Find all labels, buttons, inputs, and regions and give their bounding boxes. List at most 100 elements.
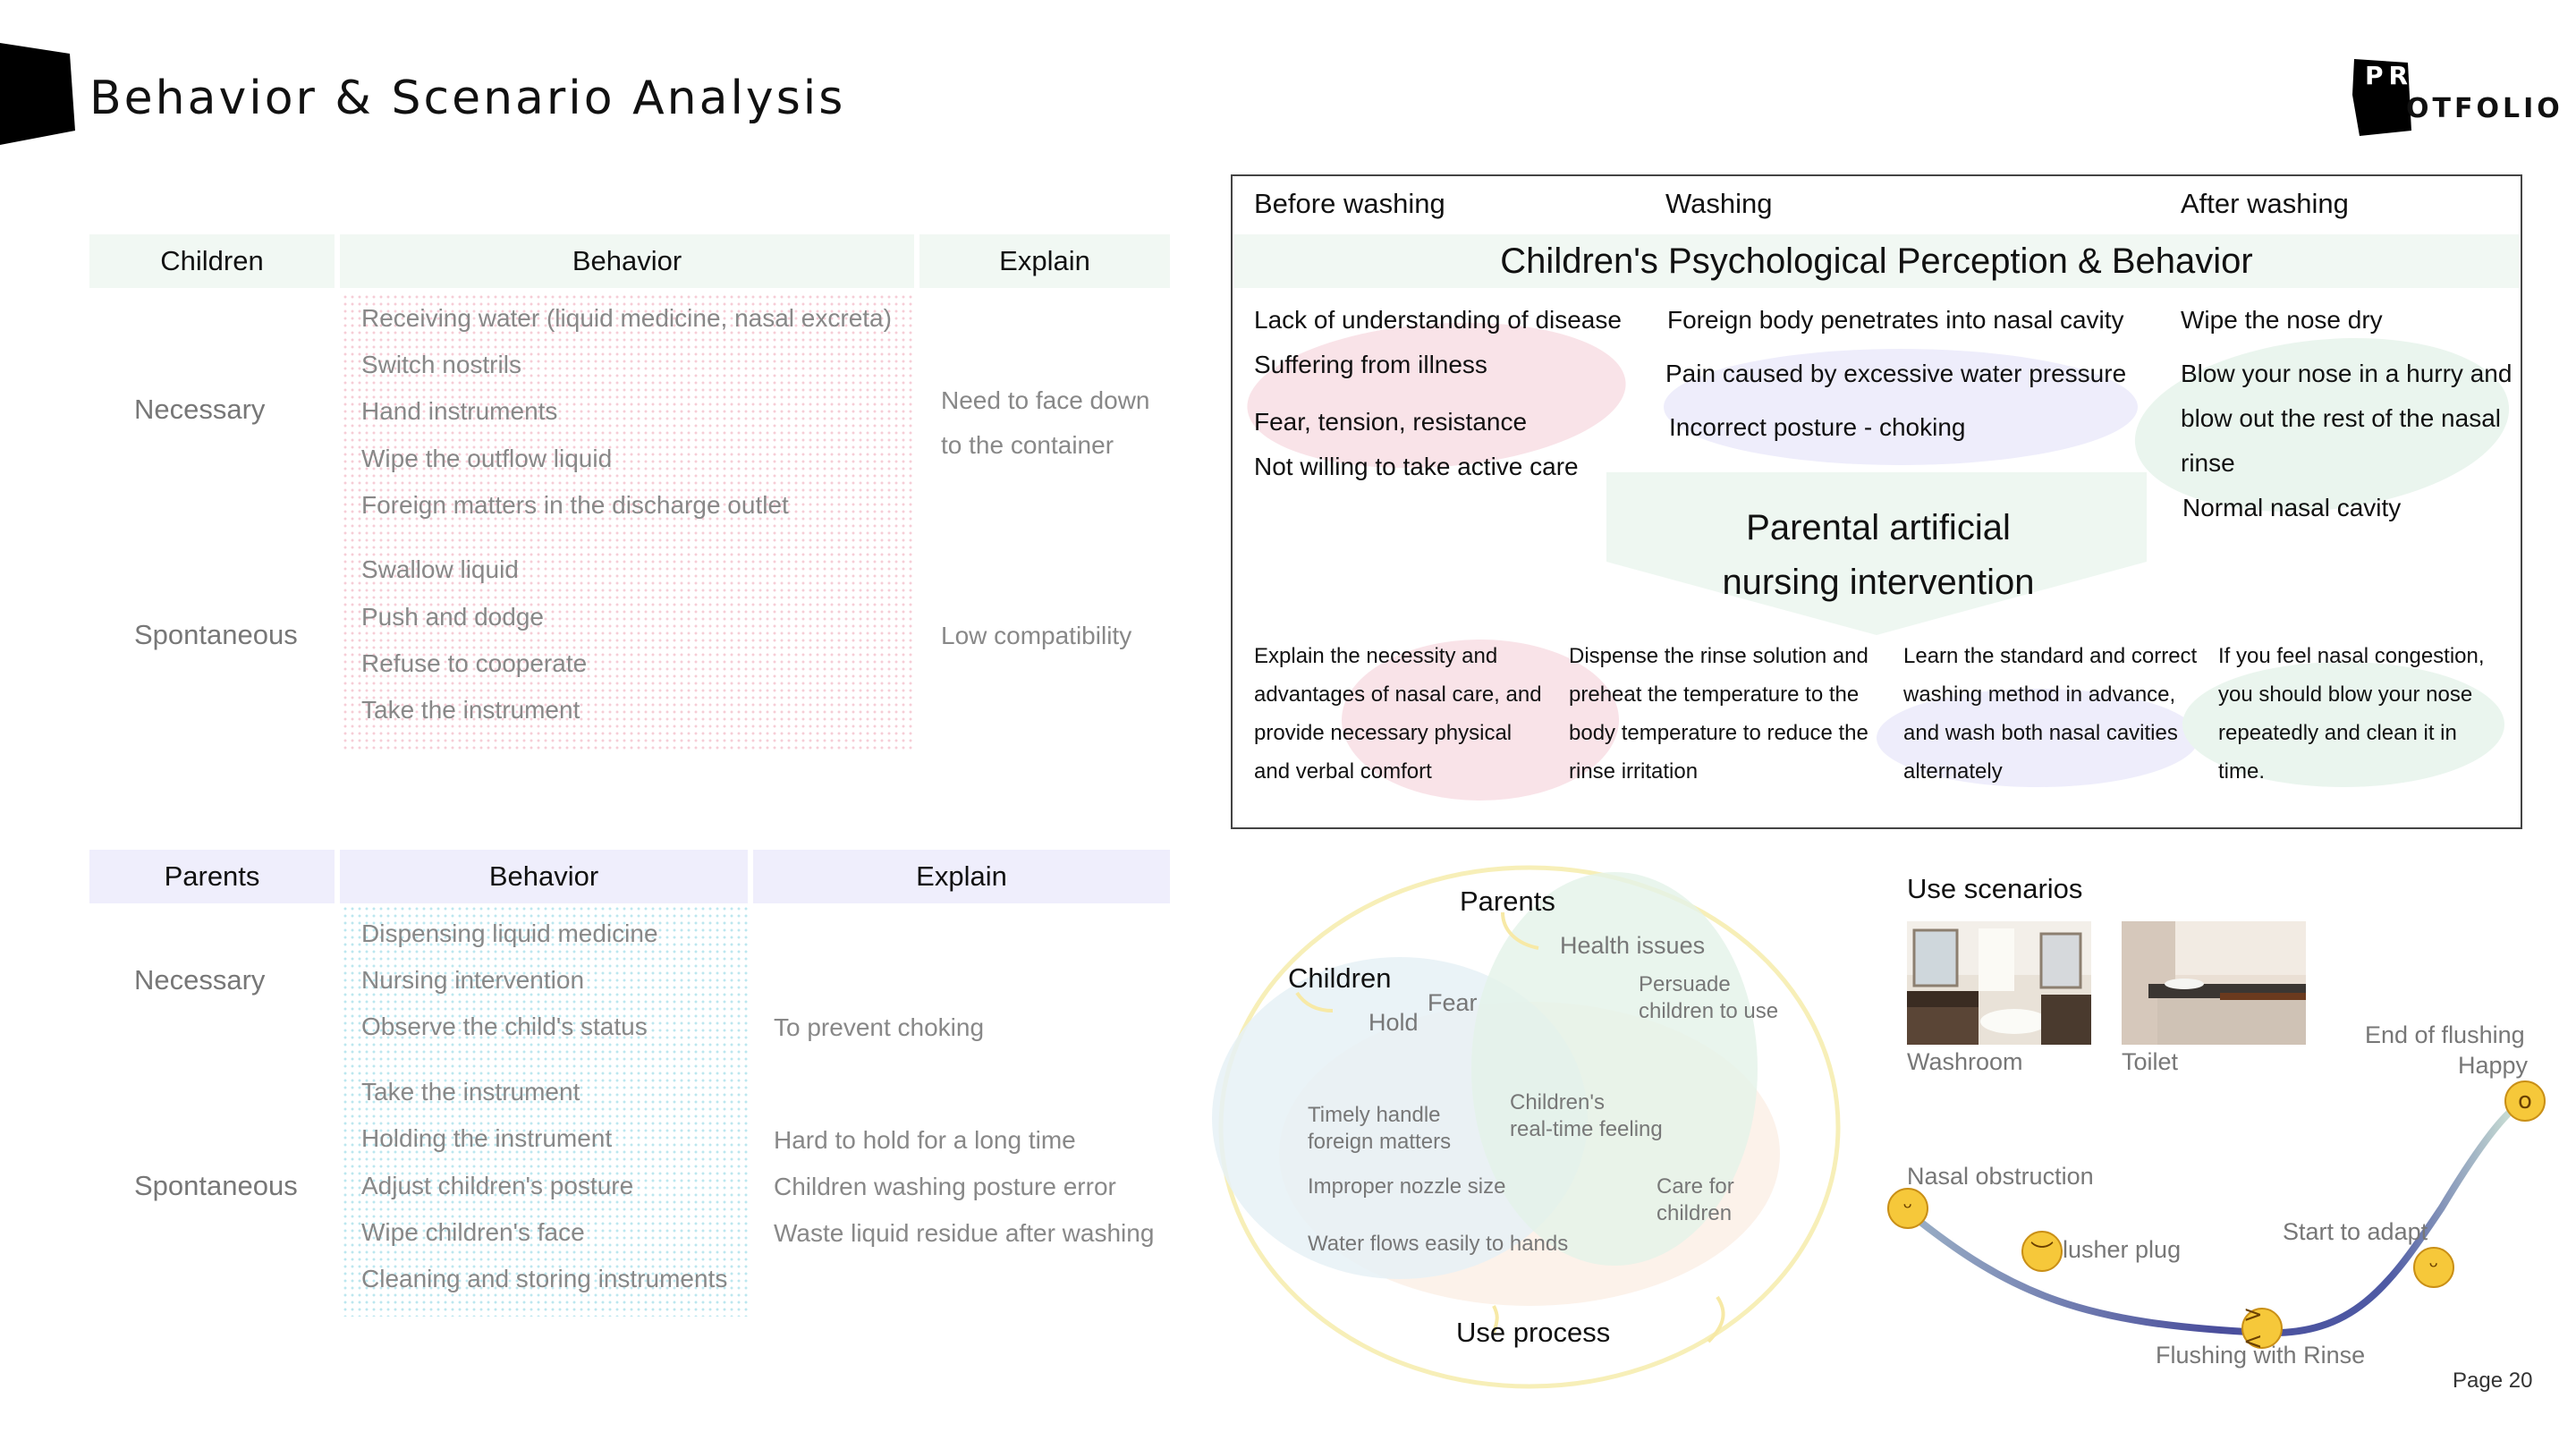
parents-spontaneous-explain-line: Children washing posture error xyxy=(774,1173,1116,1200)
venn-persuade-line: Persuade xyxy=(1639,972,1731,996)
intervention-arrow-shape xyxy=(1606,472,2147,635)
step-line: preheat the temperature to the xyxy=(1569,682,1860,707)
children-spontaneous-item: Refuse to cooperate xyxy=(361,649,588,677)
phase-before-washing: Before washing xyxy=(1254,188,1445,219)
scenarios-title: Use scenarios xyxy=(1907,873,2083,904)
phase-washing: Washing xyxy=(1665,188,1773,219)
step-line: repeatedly and clean it in xyxy=(2218,721,2457,745)
parents-header-col1: Parents xyxy=(89,850,335,903)
phase-after-washing: After washing xyxy=(2181,188,2349,219)
step-line: advantages of nasal care, and xyxy=(1254,682,1542,707)
children-header-col2: Behavior xyxy=(340,234,914,288)
washing-item: Incorrect posture - choking xyxy=(1669,413,1966,441)
children-spontaneous-item: Swallow liquid xyxy=(361,555,519,583)
step-line: and verbal comfort xyxy=(1254,759,1432,784)
venn-parents-label: Parents xyxy=(1460,886,1555,917)
parents-necessary-item: Observe the child's status xyxy=(361,1013,648,1040)
journey-nasal-obstruction: Nasal obstruction xyxy=(1907,1163,2094,1190)
emotion-journey-curve xyxy=(1903,1098,2528,1337)
venn-children-label: Children xyxy=(1288,962,1392,994)
intervention-step: If you feel nasal congestion, you should… xyxy=(2218,637,2485,791)
journey-flusher-plug: lusher plug xyxy=(2063,1236,2182,1263)
logo-pr-text: PR xyxy=(2365,61,2414,90)
children-spontaneous-explain: Low compatibility xyxy=(941,622,1132,649)
venn-fear: Fear xyxy=(1428,989,1478,1016)
children-necessary-item: Switch nostrils xyxy=(361,351,521,378)
children-necessary-item: Foreign matters in the discharge outlet xyxy=(361,491,789,519)
intervention-step: Learn the standard and correct washing m… xyxy=(1903,637,2197,791)
children-necessary-item: Hand instruments xyxy=(361,397,558,425)
venn-use-process-label: Use process xyxy=(1456,1317,1611,1348)
lavender-highlight-blob xyxy=(1664,349,2138,465)
toilet-photo xyxy=(2122,921,2306,1045)
intervention-title-line: nursing intervention xyxy=(1722,563,2035,602)
venn-care: Care for children xyxy=(1657,1174,1734,1227)
parents-necessary-explain: To prevent choking xyxy=(774,1013,985,1041)
washing-item: Pain caused by excessive water pressure xyxy=(1665,360,2127,387)
venn-persuade-line: children to use xyxy=(1639,999,1779,1023)
children-spontaneous-label: Spontaneous xyxy=(134,619,298,650)
children-necessary-item: Receiving water (liquid medicine, nasal … xyxy=(361,304,892,332)
intervention-title: Parental artificial nursing intervention xyxy=(1699,501,2057,610)
step-line: Learn the standard and correct xyxy=(1903,644,2198,668)
step-line: alternately xyxy=(1903,759,2003,784)
parents-spontaneous-item: Take the instrument xyxy=(361,1078,580,1106)
lavender-step-blob xyxy=(1877,689,2199,787)
after-item: Wipe the nose dry xyxy=(2181,306,2383,334)
venn-hold: Hold xyxy=(1368,1009,1419,1036)
parents-spontaneous-item: Holding the instrument xyxy=(361,1124,613,1152)
children-necessary-explain-line: to the container xyxy=(941,431,1114,459)
pensive-face-icon: ︶ xyxy=(2021,1231,2063,1272)
washroom-photo xyxy=(1907,921,2091,1045)
venn-timely-line: foreign matters xyxy=(1308,1130,1452,1154)
journey-start-adapt: Start to adapt xyxy=(2283,1218,2428,1245)
step-line: provide necessary physical xyxy=(1254,721,1513,745)
page-title: Behavior & Scenario Analysis xyxy=(89,72,846,125)
parents-header-col3: Explain xyxy=(753,850,1170,903)
venn-timely-line: Timely handle xyxy=(1308,1103,1441,1127)
page-number: Page 20 xyxy=(2453,1368,2533,1393)
portfolio-logo xyxy=(2352,59,2411,136)
venn-water: Water flows easily to hands xyxy=(1308,1232,1569,1256)
before-item: Not willing to take active care xyxy=(1254,453,1579,480)
venn-timely: Timely handle foreign matters xyxy=(1308,1102,1451,1156)
parents-necessary-label: Necessary xyxy=(134,964,266,996)
corner-logo-shape xyxy=(0,43,75,145)
surprised-face-icon: o xyxy=(2504,1080,2546,1122)
parents-necessary-item: Nursing intervention xyxy=(361,966,585,994)
venn-health-issues: Health issues xyxy=(1560,932,1706,959)
parents-necessary-item: Dispensing liquid medicine xyxy=(361,919,658,947)
journey-happy: Happy xyxy=(2458,1052,2529,1079)
venn-persuade: Persuade children to use xyxy=(1639,971,1778,1025)
venn-nozzle: Improper nozzle size xyxy=(1308,1174,1506,1199)
mint-step-blob xyxy=(2182,662,2504,787)
step-line: you should blow your nose xyxy=(2218,682,2473,707)
washing-item: Foreign body penetrates into nasal cavit… xyxy=(1667,306,2124,334)
psychology-title: Children's Psychological Perception & Be… xyxy=(1234,234,2519,288)
after-item: rinse xyxy=(2181,449,2235,477)
step-line: Dispense the rinse solution and xyxy=(1569,644,1868,668)
pink-step-blob xyxy=(1342,640,1619,801)
intervention-step: Explain the necessity and advantages of … xyxy=(1254,637,1542,791)
after-item: Blow your nose in a hurry and xyxy=(2181,360,2512,387)
children-spontaneous-item: Push and dodge xyxy=(361,603,544,631)
psychology-panel xyxy=(1231,174,2522,829)
weary-face-icon: >< xyxy=(2241,1301,2283,1355)
parents-spontaneous-explain-line: Waste liquid residue after washing xyxy=(774,1219,1155,1247)
venn-care-line: children xyxy=(1657,1201,1733,1225)
children-necessary-item: Wipe the outflow liquid xyxy=(361,445,613,472)
venn-care-line: Care for xyxy=(1657,1174,1734,1199)
intervention-title-line: Parental artificial xyxy=(1746,508,2011,547)
after-item: blow out the rest of the nasal xyxy=(2181,404,2501,432)
washroom-label: Washroom xyxy=(1907,1048,2023,1075)
children-spontaneous-item: Take the instrument xyxy=(361,696,580,724)
parents-spontaneous-item: Wipe children's face xyxy=(361,1218,585,1246)
parents-spontaneous-item: Adjust children's posture xyxy=(361,1172,634,1199)
children-header-col3: Explain xyxy=(919,234,1170,288)
toilet-label: Toilet xyxy=(2122,1048,2179,1075)
dot-pattern-pink xyxy=(342,293,914,751)
children-necessary-explain-line: Need to face down xyxy=(941,386,1150,414)
step-line: and wash both nasal cavities xyxy=(1903,721,2178,745)
step-line: washing method in advance, xyxy=(1903,682,2176,707)
tired-face-icon: ᵕ xyxy=(1887,1188,1928,1229)
